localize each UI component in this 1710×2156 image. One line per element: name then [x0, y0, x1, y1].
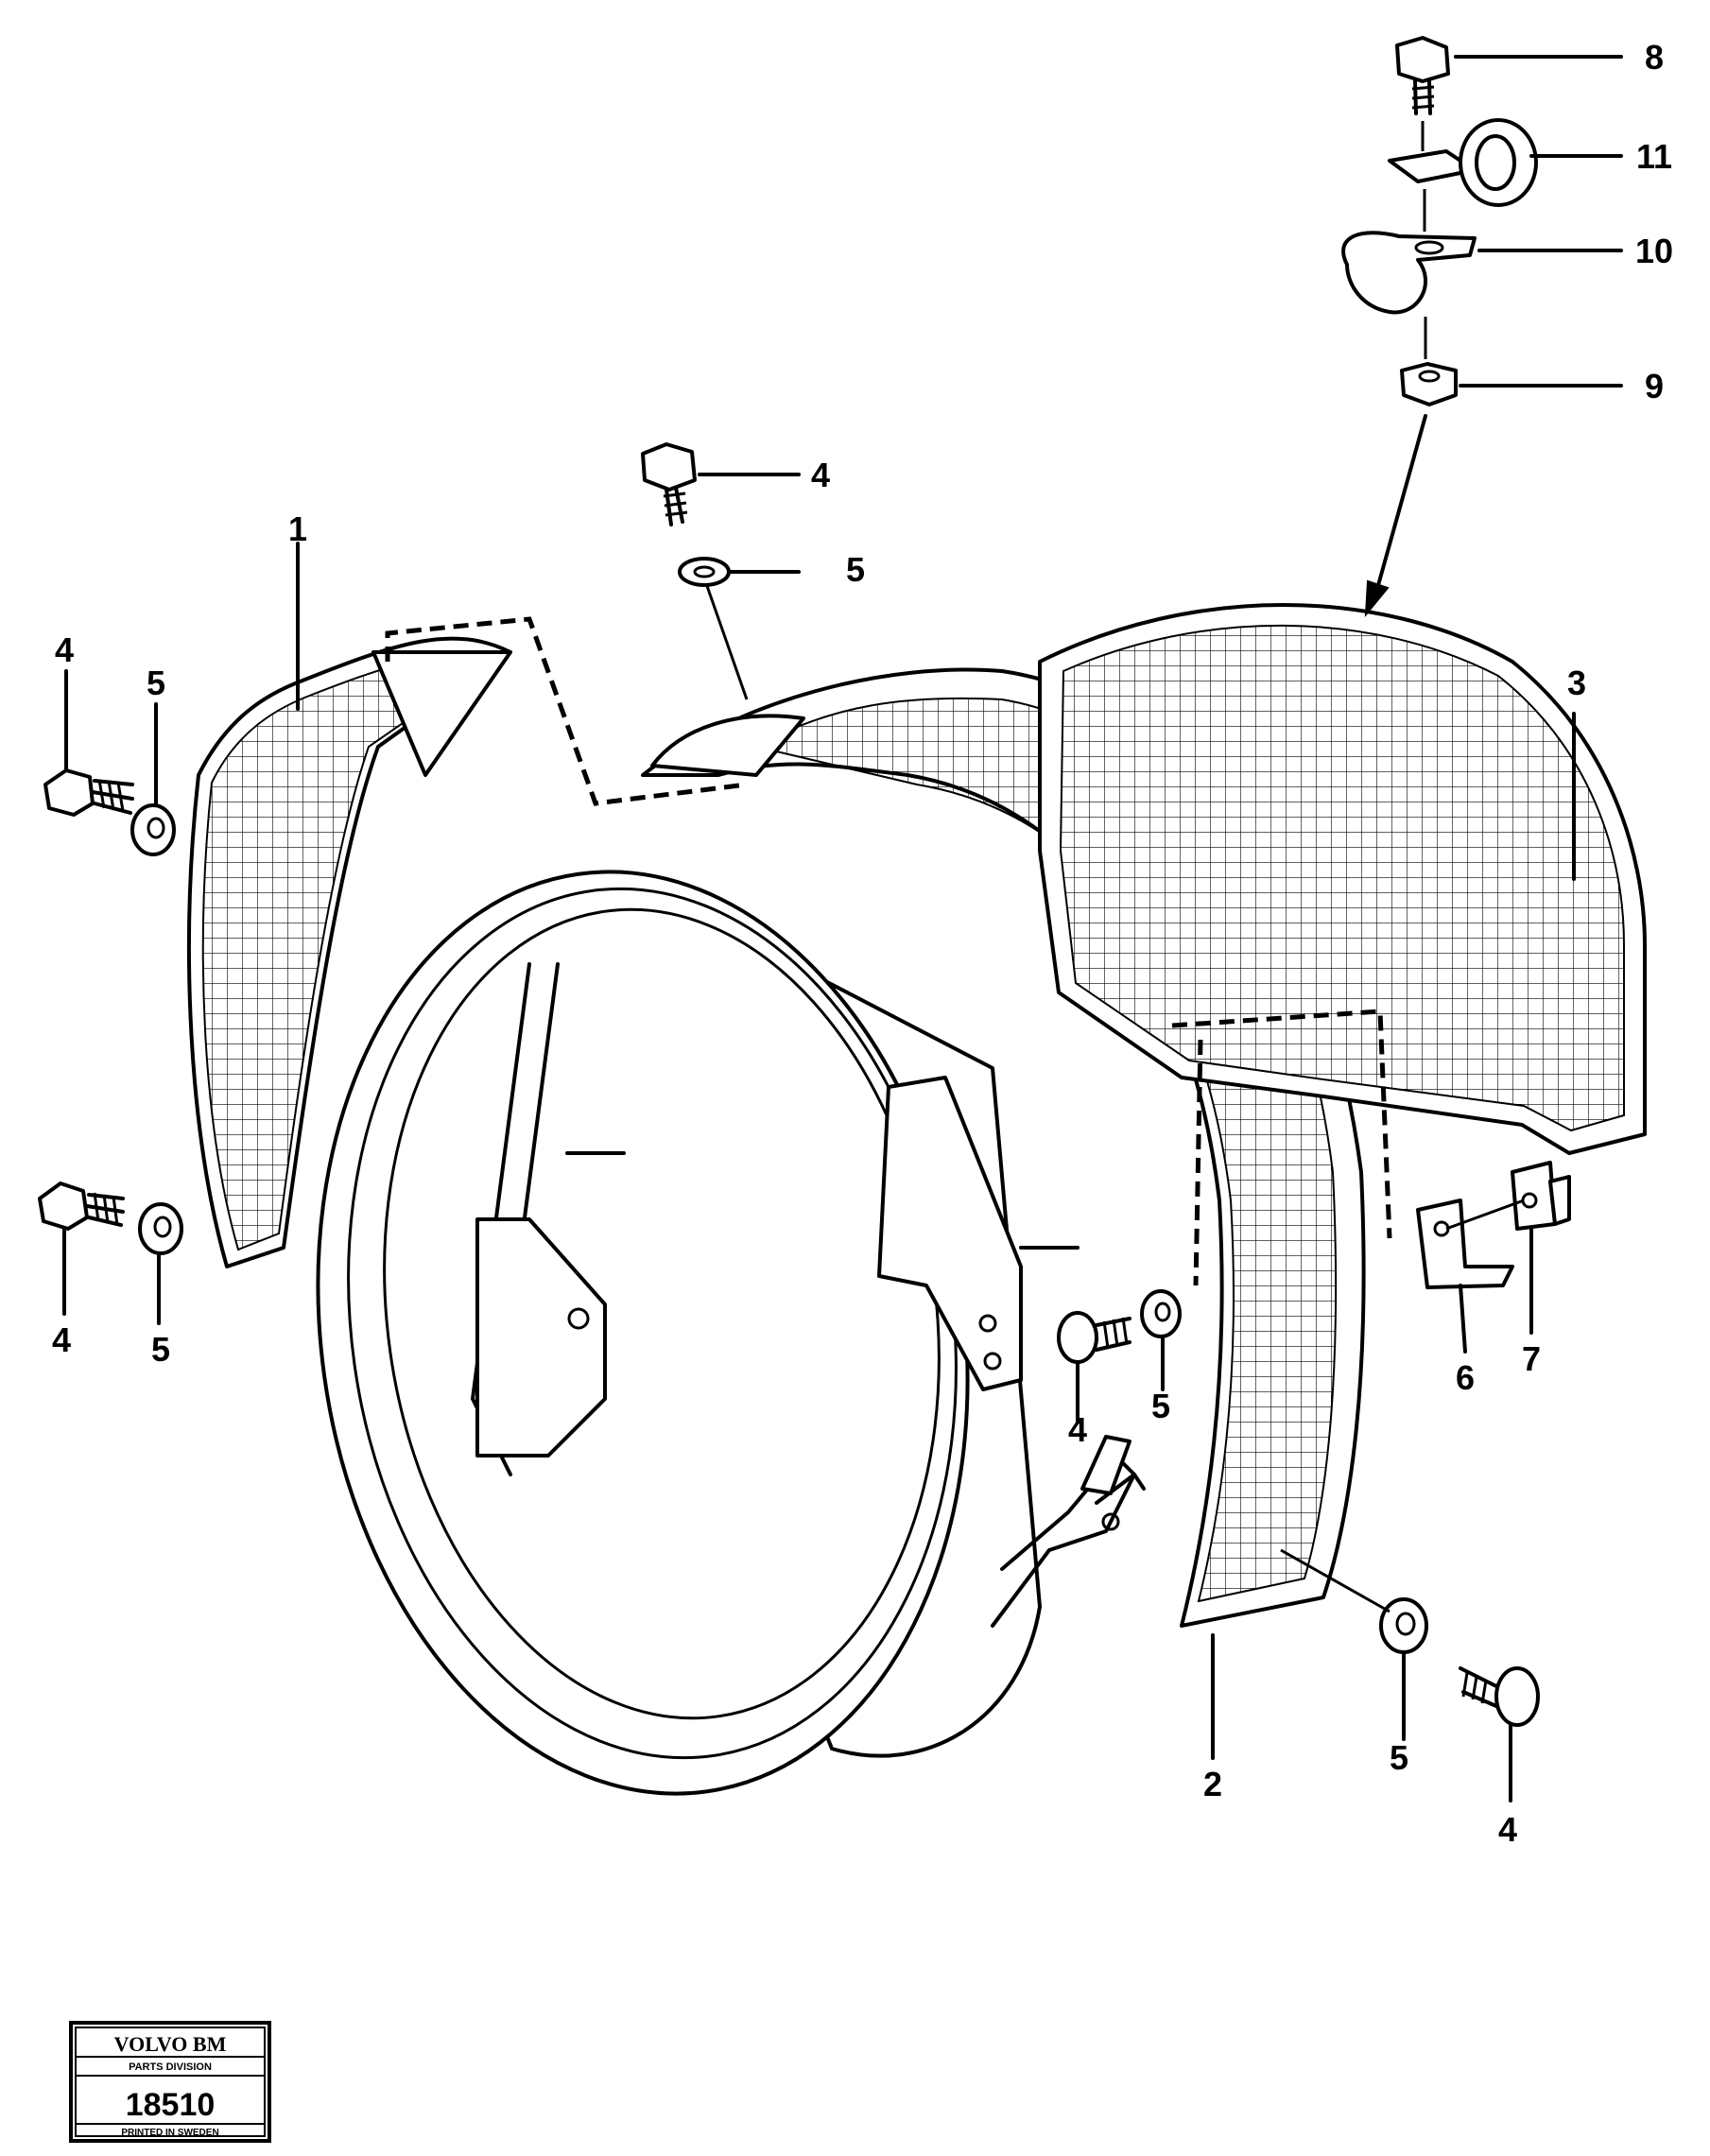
clamp-10	[1341, 231, 1477, 315]
stamp-printed: PRINTED IN SWEDEN	[121, 2128, 218, 2138]
nut-9	[1400, 362, 1458, 406]
callout-2: 2	[1203, 1765, 1222, 1803]
callout-3: 3	[1567, 664, 1586, 702]
callout-leaders	[62, 55, 1623, 1802]
callout-5-top-center: 5	[846, 550, 865, 589]
bolt-bottom-right	[1459, 1666, 1540, 1727]
ring-support-brackets	[471, 962, 1146, 1628]
callout-4-center-right: 4	[1068, 1410, 1087, 1449]
leader-top-center-bolt	[705, 585, 749, 700]
callout-4-bottom-right: 4	[1498, 1810, 1517, 1849]
callout-11: 11	[1636, 137, 1672, 176]
washer-left-upper	[130, 803, 176, 856]
callout-4-left-upper: 4	[55, 630, 74, 669]
volvo-bm-stamp: VOLVO BM PARTS DIVISION 18510 PRINTED IN…	[69, 2021, 271, 2143]
bolt-top-center	[641, 442, 697, 526]
callout-4-top-center: 4	[811, 456, 830, 494]
bolt-center-right	[1057, 1311, 1131, 1364]
callout-9: 9	[1645, 367, 1664, 405]
mesh-guard-1	[187, 636, 512, 1268]
callout-6: 6	[1456, 1358, 1475, 1397]
fan-ring	[316, 870, 1042, 1796]
bolt-left-upper	[43, 768, 134, 817]
bracket-7	[1511, 1161, 1571, 1231]
washer-top-center	[678, 557, 731, 587]
bolt-left-lower	[38, 1181, 125, 1231]
mesh-guard-3	[1038, 603, 1647, 1155]
washer-center-right	[1140, 1289, 1182, 1338]
callout-labels: 1 4 5 4 5 4 5 8 11 10 9 3 2 4 5 6 7 5 4	[52, 38, 1673, 1849]
clamp-11	[1388, 118, 1538, 207]
callout-10: 10	[1635, 232, 1673, 270]
washer-bottom-right	[1379, 1597, 1428, 1654]
stamp-division: PARTS DIVISION	[129, 2061, 212, 2073]
bolt-8	[1395, 36, 1450, 115]
callout-5-left-upper: 5	[147, 664, 165, 702]
callout-8: 8	[1645, 38, 1664, 77]
callout-4-left-lower: 4	[52, 1320, 71, 1359]
washer-left-lower	[138, 1202, 183, 1255]
leader-bracket-6-7	[1445, 1199, 1525, 1231]
hardware-axis-line	[1421, 121, 1427, 359]
callout-5-left-lower: 5	[151, 1330, 170, 1369]
callout-5-bottom-right: 5	[1390, 1738, 1408, 1777]
leader-bottom-right-bolt	[1280, 1548, 1390, 1613]
callout-1: 1	[288, 509, 307, 548]
assembly-dashed-lines	[385, 616, 1392, 1286]
callout-7: 7	[1522, 1339, 1541, 1378]
callout-5-center-right: 5	[1151, 1387, 1170, 1425]
stamp-brand: VOLVO BM	[114, 2032, 227, 2056]
bracket-6	[1416, 1199, 1514, 1289]
stamp-number: 18510	[126, 2087, 216, 2123]
assembly-arrow	[1364, 414, 1427, 618]
